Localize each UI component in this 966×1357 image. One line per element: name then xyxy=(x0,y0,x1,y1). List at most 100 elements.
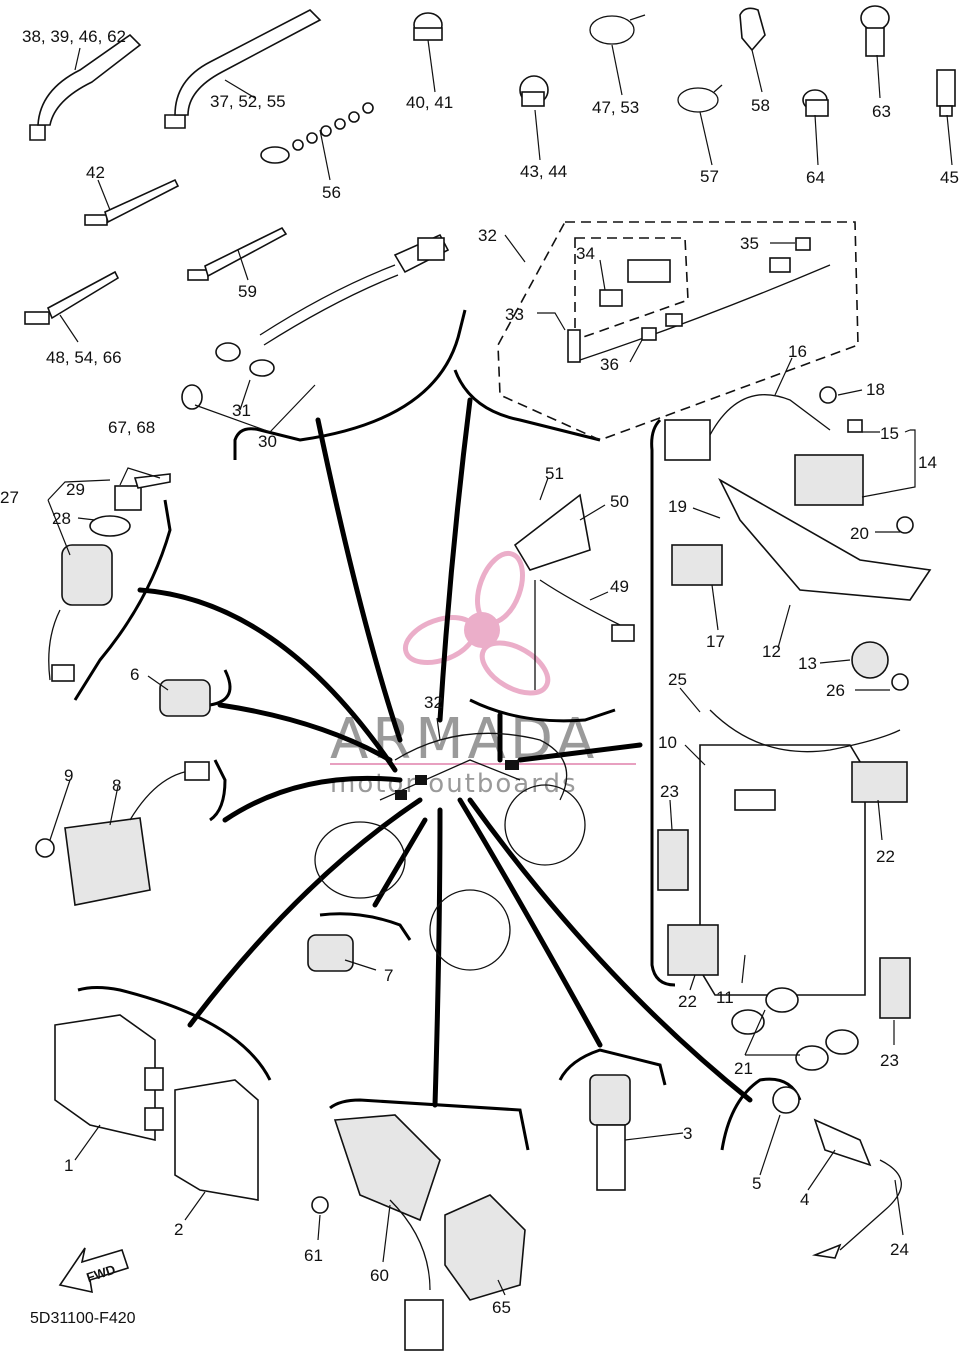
label-59: 59 xyxy=(238,282,257,301)
label-26: 26 xyxy=(826,681,845,700)
label-33: 33 xyxy=(505,305,524,324)
relay-assembly xyxy=(311,1114,444,1351)
label-8: 8 xyxy=(112,776,121,795)
label-4: 4 xyxy=(800,1190,809,1209)
label-48: 48, 54, 66 xyxy=(46,348,122,367)
label-32-top: 32 xyxy=(478,226,497,245)
group-brackets xyxy=(73,309,802,1151)
watermark: ARMADA motor outboards xyxy=(330,550,636,799)
label-27: 27 xyxy=(0,488,19,507)
battery xyxy=(657,709,911,1071)
rectifier-regulator xyxy=(35,761,210,906)
cable-tie-icon xyxy=(29,33,142,141)
label-64: 64 xyxy=(806,168,825,187)
label-17: 17 xyxy=(706,632,725,651)
label-7: 7 xyxy=(384,966,393,985)
wire-lead xyxy=(589,1074,631,1191)
diagram-code: 5D31100-F420 xyxy=(30,1310,136,1327)
label-10: 10 xyxy=(658,733,677,752)
label-42: 42 xyxy=(86,163,105,182)
label-58: 58 xyxy=(751,96,770,115)
clip-icon xyxy=(860,5,890,57)
label-31: 31 xyxy=(232,401,251,420)
label-9: 9 xyxy=(64,766,73,785)
label-23-right: 23 xyxy=(880,1051,899,1070)
label-30: 30 xyxy=(258,432,277,451)
label-56: 56 xyxy=(322,183,341,202)
part-labels: 38, 39, 46, 62 37, 52, 55 40, 41 43, 44 … xyxy=(0,27,959,1317)
label-51: 51 xyxy=(545,464,564,483)
label-45: 45 xyxy=(940,168,959,187)
label-1: 1 xyxy=(64,1156,73,1175)
label-57: 57 xyxy=(700,167,719,186)
label-23-left: 23 xyxy=(660,782,679,801)
watermark-tagline: motor outboards xyxy=(330,769,578,799)
label-12: 12 xyxy=(762,642,781,661)
label-49: 49 xyxy=(610,577,629,596)
label-21: 21 xyxy=(734,1059,753,1078)
label-15: 15 xyxy=(880,424,899,443)
label-25: 25 xyxy=(668,670,687,689)
label-38: 38, 39, 46, 62 xyxy=(22,27,126,46)
label-36: 36 xyxy=(600,355,619,374)
clamp-icon xyxy=(519,75,549,107)
cable-tie-icon xyxy=(84,178,180,226)
label-34: 34 xyxy=(576,244,595,263)
atv-silhouette xyxy=(314,732,586,971)
leader-lines xyxy=(47,39,953,1296)
thermo-switch xyxy=(307,934,354,972)
fwd-direction-badge: FWD xyxy=(58,1247,130,1294)
label-43: 43, 44 xyxy=(520,162,567,181)
label-67: 67, 68 xyxy=(108,418,155,437)
cable-tie-icon xyxy=(24,270,120,325)
label-28: 28 xyxy=(52,509,71,528)
label-65: 65 xyxy=(492,1298,511,1317)
label-19: 19 xyxy=(668,497,687,516)
label-40: 40, 41 xyxy=(406,93,453,112)
clip-icon xyxy=(802,89,829,117)
cable-tie-icon xyxy=(164,9,322,129)
label-32-center: 32 xyxy=(424,693,443,712)
label-11: 11 xyxy=(716,988,734,1007)
label-16: 16 xyxy=(788,342,807,361)
label-24: 24 xyxy=(890,1240,909,1259)
sub-assembly-box xyxy=(497,221,859,441)
label-20: 20 xyxy=(850,524,869,543)
fasteners xyxy=(24,5,956,325)
neutral-switch-bracket xyxy=(513,493,635,690)
relay-connectors xyxy=(444,1194,526,1301)
neutral-switch xyxy=(159,679,211,717)
label-37: 37, 52, 55 xyxy=(210,92,286,111)
starter-relay xyxy=(664,386,932,691)
label-35: 35 xyxy=(740,234,759,253)
label-29: 29 xyxy=(66,480,85,499)
label-13: 13 xyxy=(798,654,817,673)
label-5: 5 xyxy=(752,1174,761,1193)
label-14: 14 xyxy=(918,453,937,472)
connector-lines xyxy=(137,397,753,1108)
cdi-unit xyxy=(54,1014,164,1142)
label-18: 18 xyxy=(866,380,885,399)
propeller-logo-icon xyxy=(402,550,551,696)
label-6: 6 xyxy=(130,665,139,684)
cable-tie-icon xyxy=(187,226,288,281)
wire-clip-icon xyxy=(589,14,646,45)
spark-plug xyxy=(772,1086,902,1259)
clamp-icon xyxy=(413,12,443,41)
main-switch xyxy=(48,473,171,682)
label-61: 61 xyxy=(304,1246,323,1265)
label-22-right: 22 xyxy=(876,847,895,866)
label-2: 2 xyxy=(174,1220,183,1239)
sub-harness xyxy=(181,233,450,410)
ignition-unit xyxy=(174,1079,259,1201)
clip-icon xyxy=(936,69,956,117)
label-3: 3 xyxy=(683,1124,692,1143)
label-63: 63 xyxy=(872,102,891,121)
clip-icon xyxy=(739,7,766,52)
label-50: 50 xyxy=(610,492,629,511)
wire-clip-icon xyxy=(677,84,723,113)
label-47: 47, 53 xyxy=(592,98,639,117)
bead-chain-icon xyxy=(260,102,374,164)
label-60: 60 xyxy=(370,1266,389,1285)
